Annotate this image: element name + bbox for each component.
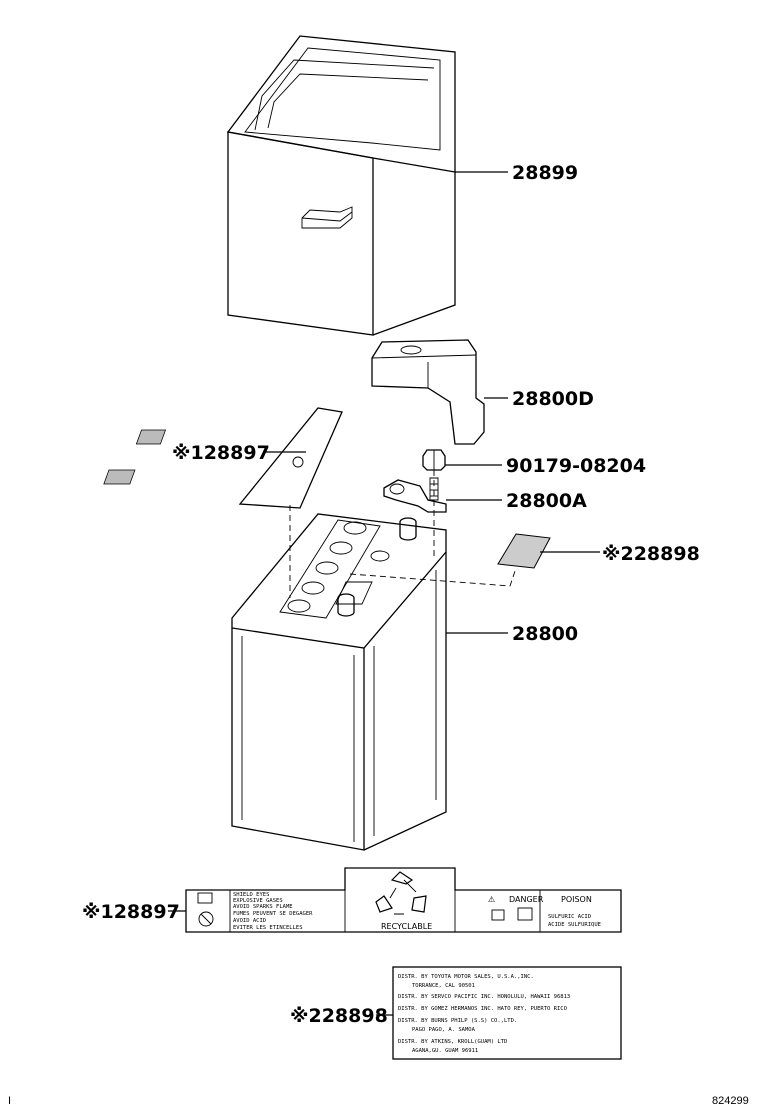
- distributor-line: DISTR. BY GOMEZ HERMANOS INC. HATO REY, …: [398, 1006, 567, 1012]
- footer-left-mark: I: [8, 1095, 11, 1107]
- bolt-drawing: [422, 449, 446, 471]
- battery-drawing: [231, 513, 447, 851]
- part-number-label-28898-lower: ※228898: [290, 1005, 388, 1027]
- warning-pictograms: [197, 892, 533, 927]
- distributor-line: TORRANCE, CAL 90501: [412, 983, 475, 989]
- distributor-line: DISTR. BY TOYOTA MOTOR SALES, U.S.A.,INC…: [398, 974, 534, 980]
- poison-text: POISON: [561, 895, 592, 904]
- leader-lines: [168, 171, 600, 1016]
- warning-left-line: EVITER LES ETINCELLES: [233, 925, 303, 931]
- warning-left-line: AVOID ACID: [233, 918, 266, 924]
- vent-caps: [287, 521, 367, 613]
- part-number-label-28898-upper: ※228898: [602, 543, 700, 565]
- small-label-28897-drawing: [103, 407, 343, 509]
- distributor-line: DISTR. BY ATKINS, KROLL(GUAM) LTD: [398, 1039, 507, 1045]
- battery-tray-drawing: [226, 35, 456, 336]
- part-number-bolt: 90179-08204: [506, 455, 646, 477]
- part-number-terminal-cover: 28800D: [512, 388, 594, 410]
- part-number-battery: 28800: [512, 623, 578, 645]
- warning-left-line: EXPLOSIVE GASES: [233, 898, 283, 904]
- warning-right-line: ACIDE SULFURIQUE: [548, 922, 601, 928]
- danger-triangle-icon: ⚠: [488, 895, 495, 904]
- part-number-label-28897-upper: ※128897: [172, 442, 270, 464]
- distributor-line: DISTR. BY BURNS PHILP (S.S) CO.,LTD.: [398, 1018, 517, 1024]
- part-number-clamp: 28800A: [506, 490, 587, 512]
- distributor-line: AGANA,GU. GUAM 96911: [412, 1048, 478, 1054]
- small-label-28898-drawing: [497, 533, 551, 569]
- terminal-cover-drawing: [371, 339, 485, 445]
- warning-right-line: SULFURIC ACID: [548, 914, 591, 920]
- recyclable-text: RECYCLABLE: [381, 922, 432, 931]
- distributor-line: PAGO PAGO, A. SAMOA: [412, 1027, 476, 1033]
- warning-label-detail: RECYCLABLE DANGER POISON ⚠ SHIELD EYES E…: [185, 867, 622, 933]
- recycle-icon: [375, 871, 427, 915]
- distributor-label-detail: DISTR. BY TOYOTA MOTOR SALES, U.S.A.,INC…: [392, 966, 622, 1060]
- warning-left-line: AVOID SPARKS FLAME: [233, 904, 293, 910]
- danger-text: DANGER: [509, 895, 544, 904]
- part-number-label-28897-lower: ※128897: [82, 901, 180, 923]
- clamp-drawing: [383, 477, 447, 513]
- part-number-tray: 28899: [512, 162, 578, 184]
- distributor-line: DISTR. BY SERVCO PACIFIC INC. HONOLULU, …: [398, 994, 570, 1000]
- warning-left-line: FUMES PEUVENT SE DEGAGER: [233, 911, 313, 917]
- diagram-id: 824299: [712, 1095, 749, 1107]
- warning-left-line: SHIELD EYES: [233, 892, 269, 898]
